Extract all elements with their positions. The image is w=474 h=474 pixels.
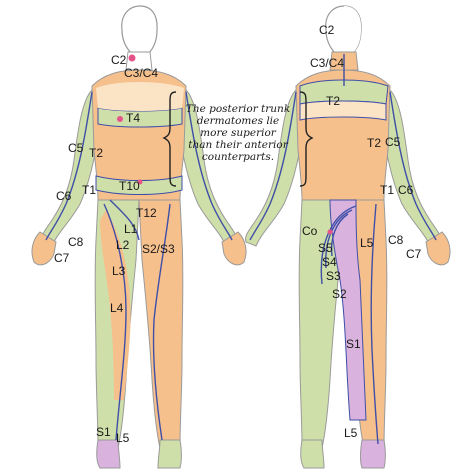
front-upper-chest <box>96 82 184 111</box>
front-right-foot <box>157 439 182 469</box>
front-right-hand <box>221 231 247 266</box>
back-coccyx-marker <box>327 229 333 235</box>
back-label-l5-foot: L5 <box>344 426 358 440</box>
front-t10-band <box>95 175 183 195</box>
back-label-t2-arm: T2 <box>367 136 381 150</box>
front-label-c3c4: C3/C4 <box>124 66 158 80</box>
back-label-t1: T1 <box>380 183 394 197</box>
back-label-s5: S5 <box>318 241 333 255</box>
back-labels: C2 C3/C4 T2 C5 T2 T1 C6 Co S5 S4 S3 L5 C… <box>302 23 422 440</box>
back-label-c2: C2 <box>319 23 335 37</box>
front-label-c6: C6 <box>56 189 72 203</box>
front-left-foot <box>96 439 121 469</box>
front-label-s2s3: S2/S3 <box>142 242 175 256</box>
back-label-c3c4: C3/C4 <box>310 56 344 70</box>
front-label-l5: L5 <box>116 431 130 445</box>
back-label-co: Co <box>302 224 318 238</box>
front-nerve-line-groin <box>109 199 140 241</box>
back-left-foot <box>300 439 325 469</box>
front-label-t4: T4 <box>126 111 140 125</box>
back-label-l5: L5 <box>360 236 374 250</box>
front-label-s1: S1 <box>96 425 111 439</box>
front-label-l4: L4 <box>110 301 124 315</box>
back-right-arm <box>385 88 441 247</box>
back-label-c5: C5 <box>385 135 401 149</box>
front-label-l1: L1 <box>124 222 138 236</box>
back-label-s2: S2 <box>332 287 347 301</box>
back-label-s4: S4 <box>322 255 337 269</box>
front-label-c7: C7 <box>54 251 70 265</box>
annotation-note: The posterior trunk dermatomes lie more … <box>186 103 290 163</box>
note-line-1: The posterior trunk <box>186 103 290 115</box>
front-right-leg <box>138 199 184 449</box>
back-label-t2: T2 <box>326 94 340 108</box>
front-label-c2: C2 <box>111 53 127 67</box>
front-t4-marker <box>117 116 123 122</box>
front-t10-marker <box>137 179 143 185</box>
back-nerve-line-arm-right <box>389 91 437 241</box>
front-label-t1: T1 <box>82 183 96 197</box>
back-right-hand <box>425 231 451 266</box>
back-sacral-arc-1 <box>330 213 349 257</box>
front-left-leg-l3 <box>100 210 131 400</box>
note-line-2: dermatomes lie <box>197 115 280 127</box>
back-label-s3: S3 <box>326 269 341 283</box>
front-body <box>31 5 247 469</box>
back-nerve-line-arm-left <box>249 91 297 241</box>
right-brace <box>299 91 314 187</box>
front-labels: C2 C3/C4 T4 C5 T2 C6 T1 T10 T12 L1 L2 S2… <box>54 53 175 445</box>
back-label-c6: C6 <box>398 183 414 197</box>
front-left-arm <box>41 88 97 247</box>
front-label-t10: T10 <box>119 179 140 193</box>
back-nerve-line-leg <box>370 203 379 445</box>
front-label-t2: T2 <box>89 146 103 160</box>
front-label-t12: T12 <box>136 206 157 220</box>
back-body <box>245 5 451 469</box>
front-label-c8: C8 <box>68 235 84 249</box>
front-nerve-line-leg-b <box>152 203 171 441</box>
back-t2-band <box>299 100 387 121</box>
note-line-4: than their anterior <box>188 139 288 151</box>
note-line-3: more superior <box>200 127 277 139</box>
note-line-5: counterparts. <box>202 151 274 163</box>
front-label-c5: C5 <box>68 141 84 155</box>
front-label-l3: L3 <box>112 264 126 278</box>
left-brace <box>162 91 177 187</box>
back-left-arm <box>245 88 301 247</box>
back-head-white <box>344 6 362 54</box>
front-nerve-line-arm-left <box>45 91 93 241</box>
front-label-l2: L2 <box>116 238 130 252</box>
back-right-foot <box>360 439 386 469</box>
back-label-c7: C7 <box>406 247 422 261</box>
front-nerve-line-arm-right <box>185 91 233 241</box>
back-label-c8: C8 <box>388 233 404 247</box>
back-sacral-region <box>329 199 367 421</box>
front-head <box>121 5 158 55</box>
front-c2-marker <box>128 54 136 62</box>
front-left-hand <box>31 231 57 266</box>
front-nerve-line-leg-a <box>103 203 127 441</box>
front-right-arm <box>181 88 237 247</box>
back-label-s1: S1 <box>346 337 361 351</box>
